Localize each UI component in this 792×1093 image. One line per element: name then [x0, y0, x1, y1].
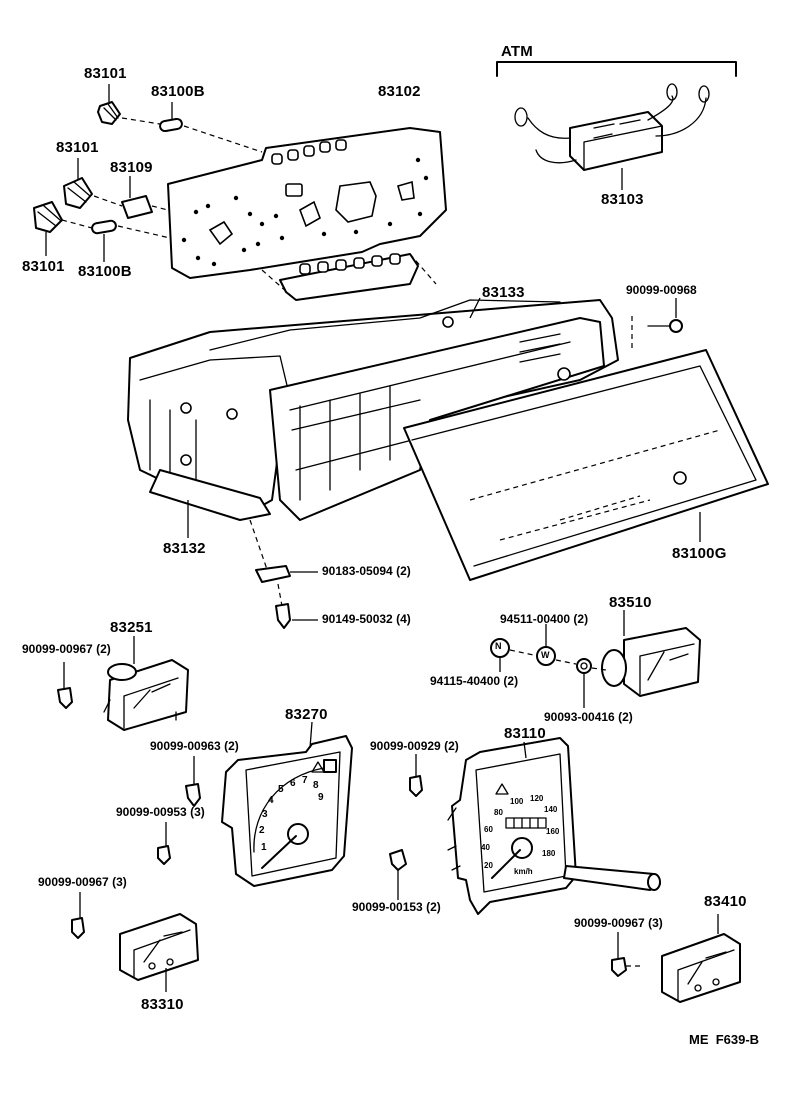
speedo-number-180: 180: [542, 849, 556, 858]
tachometer-83270: [221, 721, 353, 887]
tach-number-9: 9: [318, 792, 324, 803]
bulb-socket-83101-bottom: [33, 201, 63, 256]
gauge-83410: [661, 914, 741, 1003]
washer-letter-w: W: [541, 650, 550, 660]
label-83103: 83103: [601, 191, 644, 208]
washer-94511-00400: [536, 624, 556, 666]
speedo-number-140: 140: [544, 805, 558, 814]
label-90099-00967-3-left: 90099-00967 (3): [38, 875, 127, 889]
label-83100b-top: 83100B: [151, 83, 205, 100]
cluster-glass-83100g: [403, 349, 769, 581]
speedo-unit: km/h: [514, 867, 533, 876]
label-83251: 83251: [110, 619, 153, 636]
label-83100g: 83100G: [672, 545, 727, 562]
figure-code: ME F639-B: [689, 1032, 760, 1047]
speedo-number-40: 40: [481, 843, 490, 852]
clip-90183-05094: [249, 519, 318, 583]
speedo-number-80: 80: [494, 808, 503, 817]
label-90099-00963: 90099-00963 (2): [150, 739, 239, 753]
label-83110: 83110: [504, 725, 546, 742]
label-94511-00400: 94511-00400 (2): [500, 612, 589, 626]
speedo-number-100: 100: [510, 797, 524, 806]
tach-number-3: 3: [262, 809, 268, 820]
bulb-83109: [93, 176, 169, 219]
label-83102: 83102: [378, 83, 421, 100]
label-94115-40400: 94115-40400 (2): [430, 674, 519, 688]
gauge-83510: [601, 610, 701, 697]
atm-bracket: [496, 61, 737, 77]
speedo-number-60: 60: [484, 825, 493, 834]
label-90099-00153: 90099-00153 (2): [352, 900, 441, 914]
label-90149-50032: 90149-50032 (4): [322, 612, 411, 626]
washer-letter-n: N: [495, 641, 502, 651]
tach-number-6: 6: [290, 778, 296, 789]
speedo-number-160: 160: [546, 827, 560, 836]
speedo-number-20: 20: [484, 861, 493, 870]
screw-90149-50032: [275, 583, 318, 629]
printed-circuit-83102: [167, 127, 447, 301]
washer-90093-00416: [555, 658, 607, 708]
cluster-housing-83133: [269, 297, 605, 521]
tach-number-7: 7: [302, 775, 308, 786]
label-83310: 83310: [141, 996, 184, 1013]
label-83132: 83132: [163, 540, 206, 557]
screw-90099-00953: [157, 822, 171, 865]
screw-90099-00963: [185, 756, 201, 807]
label-atm: ATM: [501, 43, 533, 60]
label-90183-05094: 90183-05094 (2): [322, 564, 411, 578]
label-83101-bottom: 83101: [22, 258, 65, 275]
label-90093-00416: 90093-00416 (2): [544, 710, 633, 724]
label-83410: 83410: [704, 893, 747, 910]
bulb-83100b-bottom: [61, 219, 171, 262]
label-90099-00967-3-right: 90099-00967 (3): [574, 916, 663, 930]
atm-indicator-module-83103: [514, 83, 710, 190]
label-83100b-bottom: 83100B: [78, 263, 132, 280]
speedo-number-120: 120: [530, 794, 544, 803]
screw-90099-00967-2: [57, 662, 73, 709]
tach-number-8: 8: [313, 780, 319, 791]
bulb-socket-83101-middle: [63, 158, 93, 209]
label-90099-00968: 90099-00968: [626, 283, 697, 297]
screw-90099-00967-3-left: [71, 892, 85, 939]
bulb-83100b-top: [121, 102, 263, 153]
screw-90099-00153: [389, 849, 407, 900]
tach-number-1: 1: [261, 842, 267, 853]
speedometer-83110: [447, 737, 661, 915]
nut-94115-40400: [490, 638, 539, 672]
gauge-83310: [119, 913, 199, 992]
label-83101-middle: 83101: [56, 139, 99, 156]
tach-number-5: 5: [278, 784, 284, 795]
screw-90099-00929: [409, 754, 423, 797]
bulb-socket-83101-top: [97, 84, 121, 125]
label-90099-00967-2: 90099-00967 (2): [22, 642, 111, 656]
screw-90099-00968: [631, 298, 683, 350]
label-83133: 83133: [482, 284, 525, 301]
label-83510: 83510: [609, 594, 652, 611]
label-83109: 83109: [110, 159, 153, 176]
label-90099-00953: 90099-00953 (3): [116, 805, 205, 819]
screw-90099-00967-3-right: [611, 932, 640, 977]
label-83270: 83270: [285, 706, 328, 723]
label-83101-top: 83101: [84, 65, 127, 82]
gauge-83251: [103, 636, 189, 731]
tach-number-2: 2: [259, 825, 265, 836]
tach-number-4: 4: [268, 795, 274, 806]
label-90099-00929: 90099-00929 (2): [370, 739, 459, 753]
